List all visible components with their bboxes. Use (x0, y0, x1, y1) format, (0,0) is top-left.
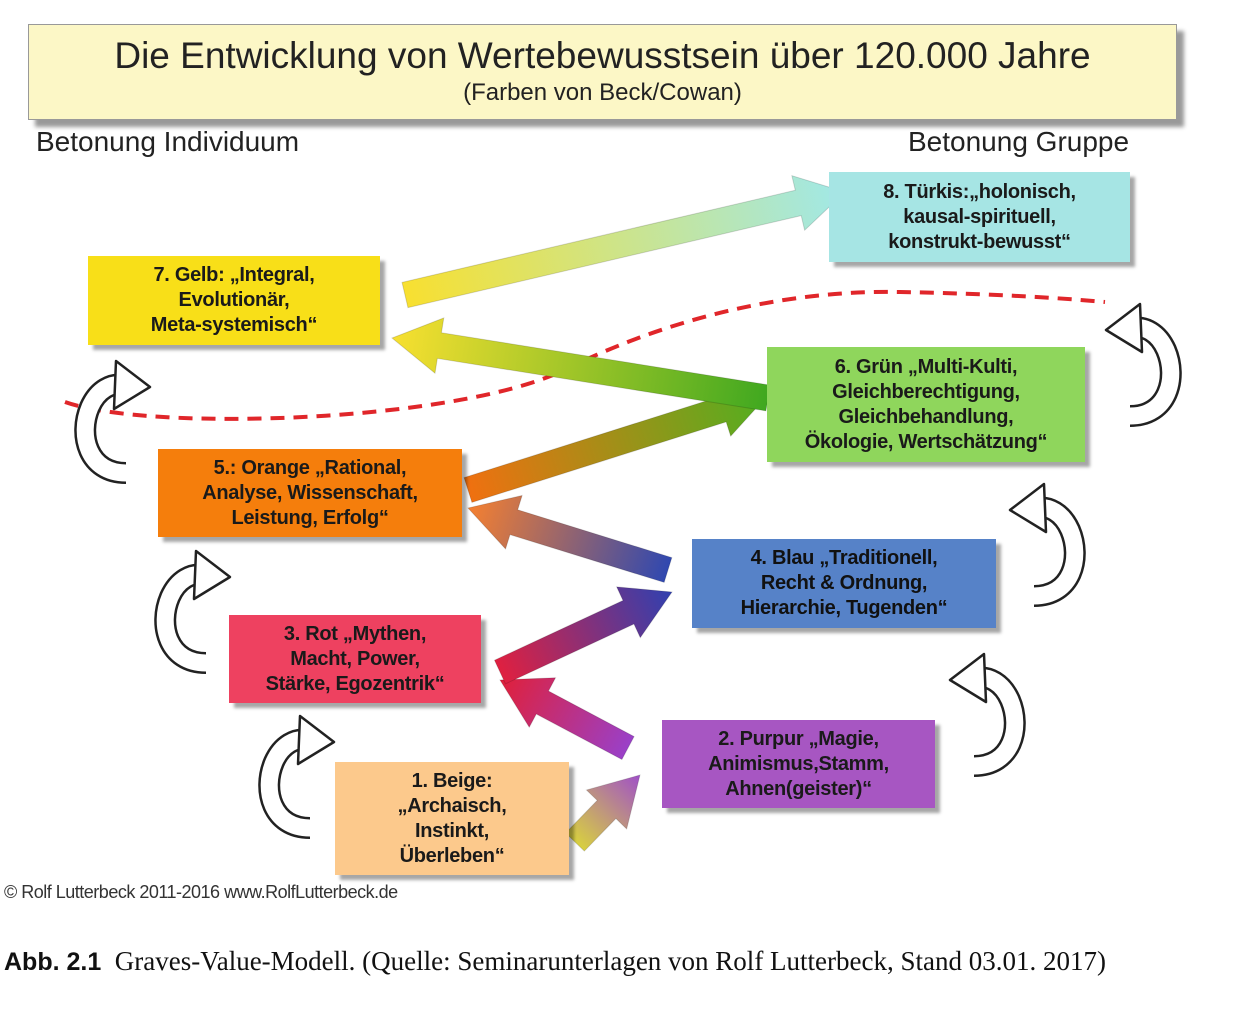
transition-arrow-3-to-4 (493, 586, 673, 685)
stage-1-beige: 1. Beige: „Archaisch, Instinkt, Überlebe… (335, 762, 569, 875)
dashed-boundary-line (64, 289, 1106, 421)
stage-5-orange: 5.: Orange „Rational, Analyse, Wissensch… (158, 449, 462, 537)
stage-2-purpur: 2. Purpur „Magie, Animismus,Stamm, Ahnen… (662, 720, 935, 808)
cycle-arrow-icon (74, 359, 152, 484)
cycle-arrow-icon (948, 652, 1026, 777)
stage-8-tuerkis: 8. Türkis:„holonisch, kausal-spirituell,… (829, 172, 1130, 262)
label-gruppe: Betonung Gruppe (908, 126, 1130, 157)
cycle-arrow-icon (1008, 482, 1086, 607)
copyright: © Rolf Lutterbeck 2011-2016 www.RolfLutt… (4, 882, 398, 902)
cycle-arrow-icon (1104, 302, 1182, 427)
transition-arrow-2-to-3 (499, 677, 635, 761)
cycle-arrow-icon (258, 714, 336, 839)
stage-7-gelb: 7. Gelb: „Integral, Evolutionär, Meta-sy… (88, 256, 380, 345)
transition-arrow-7-to-8 (401, 174, 846, 309)
cycle-arrow-icon (154, 549, 232, 674)
stage-6-gruen: 6. Grün „Multi-Kulti, Gleichberechtigung… (767, 347, 1085, 462)
stage-4-blau: 4. Blau „Traditionell, Recht & Ordnung, … (692, 539, 996, 628)
title-box: Die Entwicklung von Wertebewusstsein übe… (28, 24, 1177, 120)
transition-arrow-1-to-2 (564, 774, 641, 852)
transition-arrow-4-to-5 (467, 494, 673, 584)
subtitle: (Farben von Beck/Cowan) (463, 79, 742, 106)
stage-3-rot: 3. Rot „Mythen, Macht, Power, Stärke, Eg… (229, 615, 481, 703)
figure-caption: Abb. 2.1 Graves-Value-Modell. (Quelle: S… (4, 944, 1194, 980)
caption-text: Graves-Value-Modell. (Quelle: Seminarunt… (114, 946, 1106, 976)
title: Die Entwicklung von Wertebewusstsein übe… (114, 35, 1091, 76)
caption-label: Abb. 2.1 (4, 948, 102, 976)
transition-arrow-6-to-7 (391, 317, 771, 412)
label-individuum: Betonung Individuum (36, 126, 300, 157)
